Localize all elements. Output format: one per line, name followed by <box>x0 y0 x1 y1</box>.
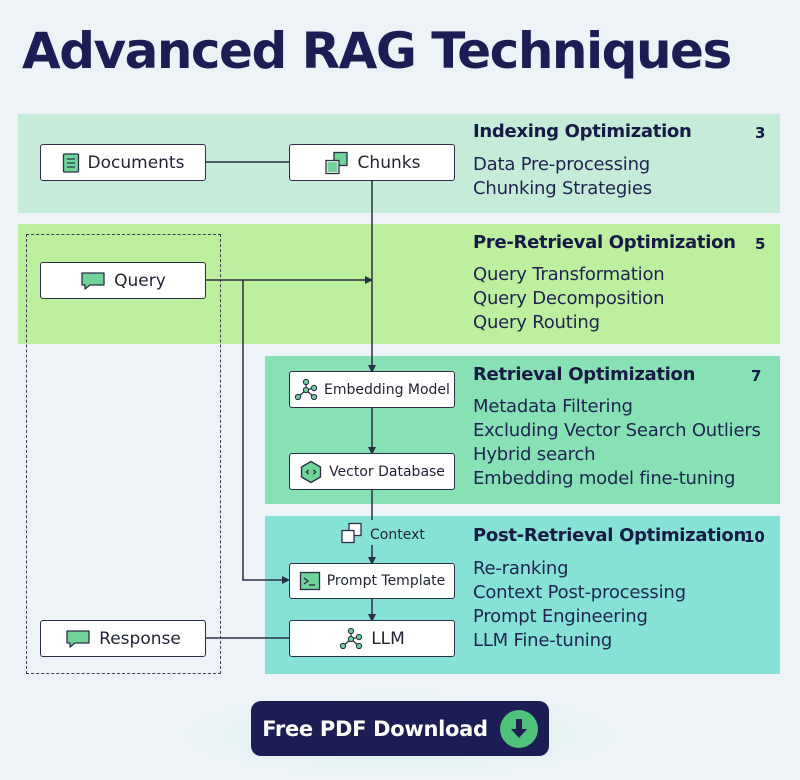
query-label: Query <box>114 270 166 291</box>
section-title-post-retrieval: Post-Retrieval Optimization <box>473 525 746 546</box>
section-items-retrieval: Metadata Filtering Excluding Vector Sear… <box>473 395 761 491</box>
list-item: Hybrid search <box>473 444 596 465</box>
list-item: Chunking Strategies <box>473 178 652 199</box>
list-item: Query Decomposition <box>473 288 665 309</box>
embedding-model-node: Embedding Model <box>289 371 455 408</box>
llm-node: LLM <box>289 620 455 657</box>
cta-label: Free PDF Download <box>262 716 488 741</box>
document-icon <box>62 152 80 173</box>
chunks-label: Chunks <box>357 152 421 173</box>
documents-label: Documents <box>87 152 185 173</box>
context-node: Context <box>340 522 425 548</box>
list-item: Data Pre-processing <box>473 154 651 175</box>
response-label: Response <box>99 628 181 649</box>
section-count-retrieval: 7 <box>751 367 762 385</box>
list-item: Query Transformation <box>473 264 665 285</box>
prompt-template-label: Prompt Template <box>326 573 446 589</box>
section-title-retrieval: Retrieval Optimization <box>473 364 696 385</box>
section-items-pre-retrieval: Query Transformation Query Decomposition… <box>473 263 665 335</box>
download-arrow-icon <box>499 709 538 748</box>
query-node: Query <box>40 262 206 299</box>
section-items-indexing: Data Pre-processing Chunking Strategies <box>473 153 652 201</box>
section-title-pre-retrieval: Pre-Retrieval Optimization <box>473 232 736 253</box>
response-node: Response <box>40 620 206 657</box>
list-item: Metadata Filtering <box>473 396 633 417</box>
chat-bubble-icon <box>80 271 106 291</box>
documents-node: Documents <box>40 144 206 181</box>
query-response-boundary <box>26 234 221 674</box>
context-stack-icon <box>340 522 364 548</box>
list-item: LLM Fine-tuning <box>473 630 613 651</box>
section-title-indexing: Indexing Optimization <box>473 121 692 142</box>
section-count-indexing: 3 <box>755 124 766 142</box>
free-pdf-download-button[interactable]: Free PDF Download <box>251 701 549 756</box>
section-count-post-retrieval: 10 <box>744 528 765 546</box>
page-title: Advanced RAG Techniques <box>22 22 732 80</box>
network-icon <box>339 627 363 651</box>
chunks-icon <box>324 151 350 175</box>
vector-database-node: Vector Database <box>289 453 455 490</box>
vector-database-label: Vector Database <box>329 463 445 480</box>
list-item: Query Routing <box>473 312 600 333</box>
llm-label: LLM <box>371 628 405 649</box>
chunks-node: Chunks <box>289 144 455 181</box>
section-count-pre-retrieval: 5 <box>755 235 766 253</box>
prompt-template-node: Prompt Template <box>289 563 455 599</box>
embedding-model-label: Embedding Model <box>324 381 450 398</box>
context-label: Context <box>370 527 425 543</box>
network-icon <box>294 378 318 402</box>
list-item: Excluding Vector Search Outliers <box>473 420 761 441</box>
list-item: Prompt Engineering <box>473 606 648 627</box>
list-item: Embedding model fine-tuning <box>473 468 736 489</box>
section-items-post-retrieval: Re-ranking Context Post-processing Promp… <box>473 557 686 653</box>
list-item: Context Post-processing <box>473 582 686 603</box>
chat-bubble-icon <box>65 629 91 649</box>
list-item: Re-ranking <box>473 558 569 579</box>
terminal-icon <box>299 571 321 591</box>
database-hexagon-icon <box>299 460 323 484</box>
